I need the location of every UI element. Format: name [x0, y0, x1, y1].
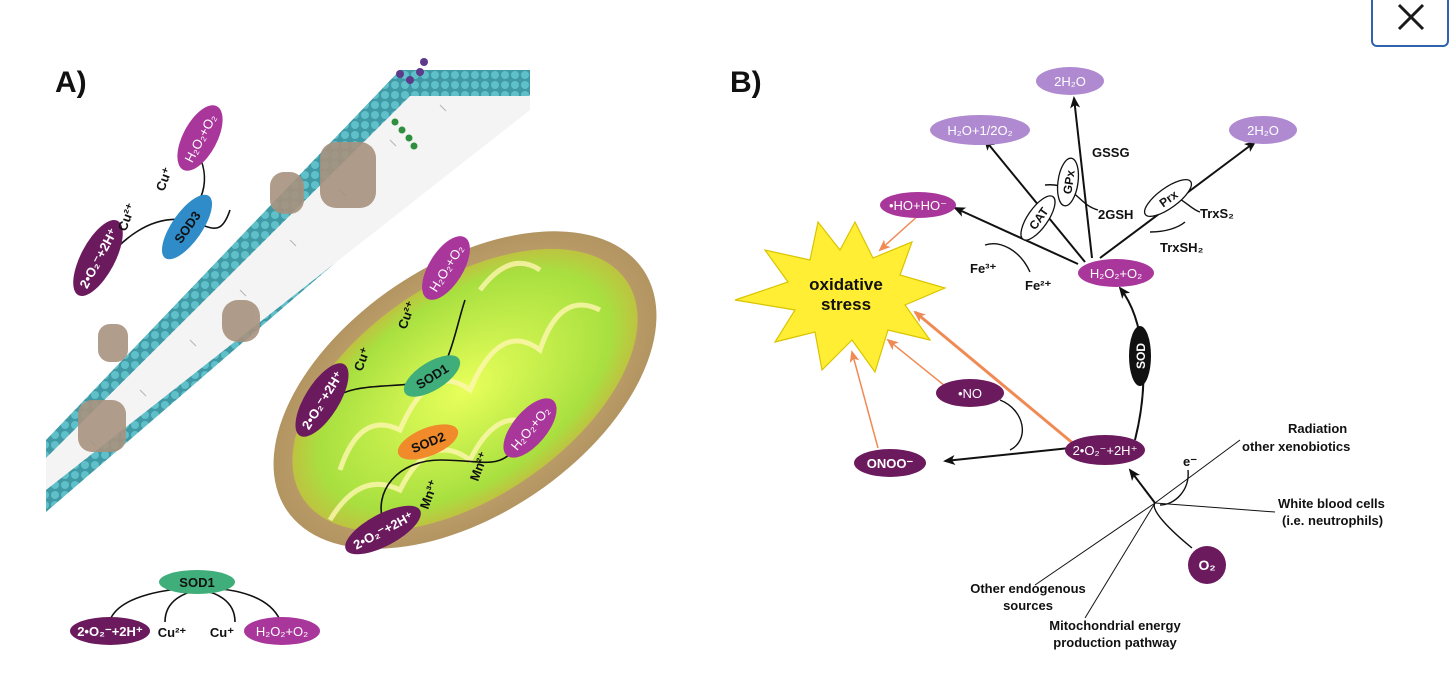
sod1-bottom-reaction: SOD1 2•O₂⁻+2H⁺ Cu²⁺ Cu⁺ H₂O₂+O₂	[70, 570, 320, 645]
pathway-arrows	[849, 96, 1276, 619]
panel-b-labels: GSSG 2GSH TrxS₂ TrxSH₂ Fe³⁺ Fe²⁺ e⁻ Radi…	[970, 145, 1385, 650]
superoxide: 2•O₂⁻+2H⁺	[1073, 443, 1138, 458]
hydroxyl: •HO+HO⁻	[889, 198, 947, 213]
nitric-oxide: •NO	[958, 386, 982, 401]
gpx-enzyme: GPx	[1060, 169, 1077, 195]
water-cat: H₂O+1/2O₂	[947, 123, 1012, 138]
radiation-line2: other xenobiotics	[1242, 439, 1350, 454]
sod3-ion-b: Cu⁺	[153, 165, 175, 193]
fe2-label: Fe²⁺	[1025, 278, 1052, 293]
water-prx: 2H₂O	[1247, 123, 1279, 138]
sod1-bottom-ion-b: Cu⁺	[210, 625, 234, 640]
wbc-line2: (i.e. neutrophils)	[1282, 513, 1383, 528]
wbc-line1: White blood cells	[1278, 496, 1385, 511]
close-icon	[1397, 3, 1425, 31]
water-gpx: 2H₂O	[1054, 74, 1086, 89]
fe3-label: Fe³⁺	[970, 261, 997, 276]
oxidative-stress-line1: oxidative	[809, 275, 883, 294]
sod3-ion-a: Cu²⁺	[115, 201, 139, 233]
mito-line2: production pathway	[1053, 635, 1177, 650]
endogenous-line2: sources	[1003, 598, 1053, 613]
sod1-bottom-reactant: 2•O₂⁻+2H⁺	[77, 624, 143, 639]
electron-label: e⁻	[1183, 454, 1197, 469]
cell-membrane	[46, 58, 530, 512]
panel-a-label: A)	[55, 66, 87, 99]
sod1-bottom-enzyme: SOD1	[179, 575, 214, 590]
panel-b-species: 2H₂O 2H₂O H₂O+1/2O₂ •HO+HO⁻ H₂O₂+O₂ 2•O₂…	[854, 67, 1297, 584]
endogenous-line1: Other endogenous	[970, 581, 1086, 596]
panel-b-enzymes: CAT GPx Prx SOD	[1020, 157, 1193, 386]
gssg-label: GSSG	[1092, 145, 1130, 160]
gsh-label: 2GSH	[1098, 207, 1133, 222]
sod1-bottom-ion-a: Cu²⁺	[158, 625, 187, 640]
radiation-line1: Radiation	[1288, 421, 1347, 436]
trxsh2-label: TrxSH₂	[1160, 240, 1204, 255]
peroxynitrite: ONOO⁻	[867, 456, 914, 471]
peroxide: H₂O₂+O₂	[1090, 266, 1142, 281]
trxs2-label: TrxS₂	[1200, 206, 1234, 221]
panel-b-label: B)	[730, 66, 762, 99]
oxidative-stress-line2: stress	[821, 295, 871, 314]
mitochondrion	[273, 231, 657, 549]
mito-line1: Mitochondrial energy	[1049, 618, 1181, 633]
sod-enzyme: SOD	[1134, 343, 1148, 369]
close-button[interactable]	[1371, 0, 1449, 47]
sod1-bottom-product: H₂O₂+O₂	[256, 624, 308, 639]
oxygen: O₂	[1198, 557, 1215, 573]
sod1-bottom-enzyme-shape	[159, 570, 235, 594]
oxidative-stress-star	[734, 220, 947, 374]
